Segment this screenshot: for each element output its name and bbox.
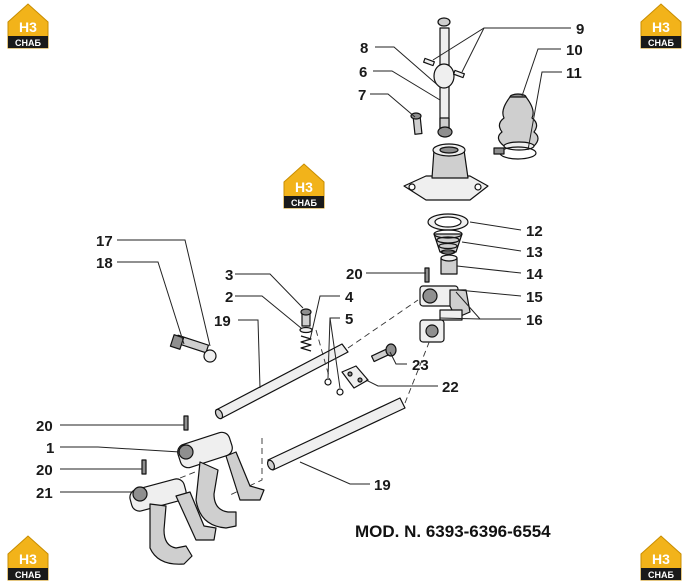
callout-3: 3 [225,267,233,284]
brand-logo-top-left [7,3,49,49]
rubber-boot [497,93,539,151]
callout-12: 12 [526,223,543,240]
shift-rod-upper [214,343,349,420]
shift-rod-lower [266,397,406,471]
callout-2: 2 [225,289,233,306]
callout-6: 6 [359,64,367,81]
callout-labels: 1 2 3 4 5 6 7 8 9 10 11 12 13 14 15 16 1… [36,21,584,502]
gear-lever [423,17,465,138]
lever-housing [403,143,489,201]
callout-17: 17 [96,233,113,250]
shift-fork-lower [129,478,217,565]
callout-16: 16 [526,312,543,329]
seal-ring [427,213,469,231]
callout-14: 14 [526,266,543,283]
callout-21: 21 [36,485,53,502]
callout-13: 13 [526,244,543,261]
callout-10: 10 [566,42,583,59]
callout-18: 18 [96,255,113,272]
callout-7: 7 [358,87,366,104]
callout-23: 23 [412,357,429,374]
callout-11: 11 [566,65,582,82]
shift-fork-upper [177,431,265,529]
callout-5: 5 [345,311,353,328]
callout-20-top: 20 [346,266,363,283]
callout-15: 15 [526,289,543,306]
callout-8: 8 [360,40,368,57]
callout-20-low: 20 [36,462,53,479]
model-caption: MOD. N. 6393-6396-6554 [355,522,551,541]
callout-4: 4 [345,289,354,306]
brand-logo-center [283,163,325,209]
shift-bolt [169,334,217,363]
callout-19-upper: 19 [214,313,231,330]
screw [410,112,423,135]
callout-20-mid: 20 [36,418,53,435]
callout-19-lower: 19 [374,477,391,494]
detent-screw [299,308,344,396]
callout-22: 22 [442,379,459,396]
brand-logo-bottom-right [640,535,682,581]
lock-plate [341,365,369,389]
brand-logo-top-right [640,3,682,49]
selector-block [419,285,471,343]
bushing [440,254,458,275]
roll-pin [424,267,430,283]
brand-logo-bottom-left [7,535,49,581]
roll-pin-fork [183,415,189,431]
leader-lines [60,27,571,493]
cone-spring [433,229,463,255]
hex-bolt [370,343,397,363]
callout-1: 1 [46,440,54,457]
boot-clamp [493,146,537,160]
roll-pin-fork-lower [141,459,147,475]
callout-9: 9 [576,21,584,38]
